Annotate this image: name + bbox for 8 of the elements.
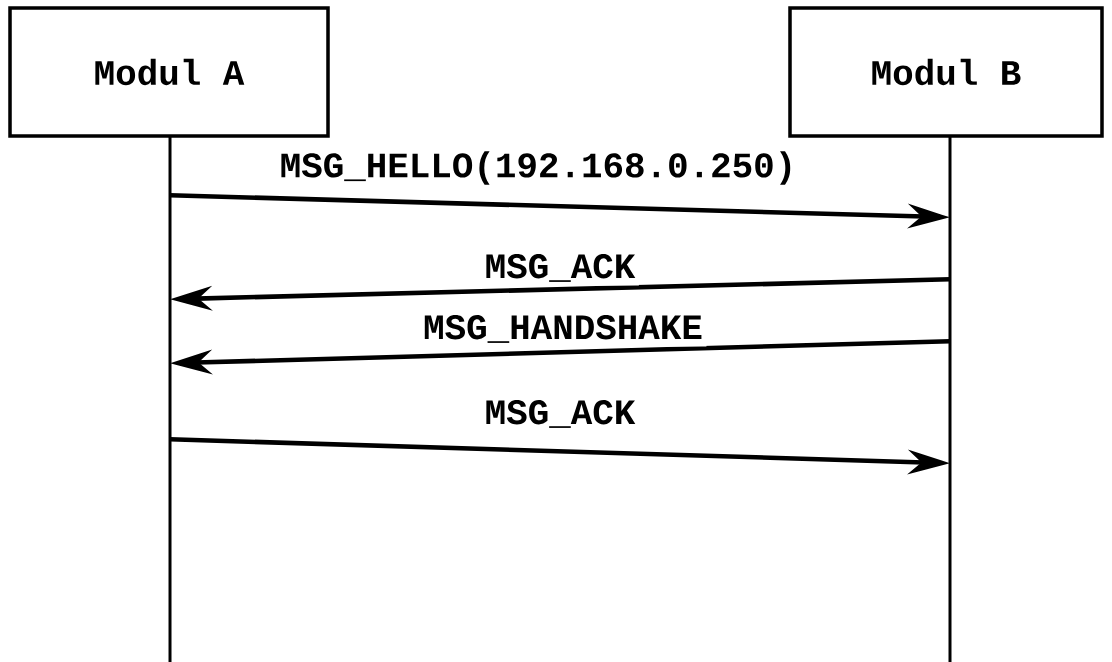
module-box: Modul B <box>788 6 1104 138</box>
message-label: MSG_ACK <box>481 396 639 432</box>
message-label: MSG_HELLO(192.168.0.250) <box>276 147 800 189</box>
module-box: Modul A <box>8 6 330 138</box>
message-label: MSG_ACK <box>481 250 639 286</box>
lifeline <box>168 136 172 662</box>
message-label: MSG_HANDSHAKE <box>419 311 707 347</box>
lifeline <box>948 136 952 662</box>
